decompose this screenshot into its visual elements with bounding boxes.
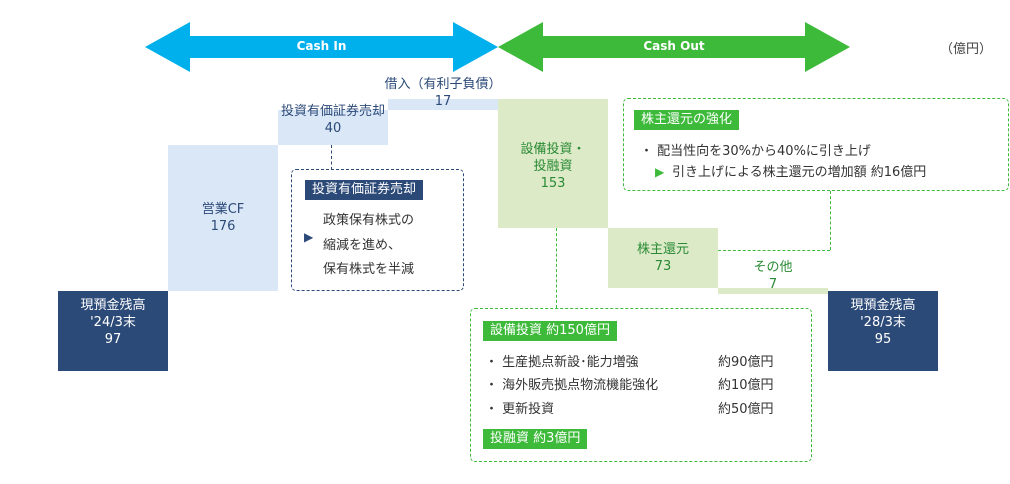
securities-note-line-1: 政策保有株式の <box>323 213 415 228</box>
shareholder-connector-vertical <box>830 191 831 250</box>
capex-note-box <box>470 308 812 462</box>
bar-shareholder-return <box>608 228 718 288</box>
cash-out-label: Cash Out <box>643 39 705 53</box>
securities-note-line-3: 保有株式を半減 <box>323 262 415 277</box>
shareholder-note-bullet: ・ 配当性向を30%から40%に引き上げ <box>640 144 871 159</box>
bar-start-value: 97 <box>104 332 122 347</box>
bar-start-label: 現預金残高 '24/3末 97 <box>58 297 168 348</box>
securities-note-box <box>291 169 464 291</box>
triangle-right-icon: ▶ <box>655 165 665 179</box>
bar-capex-title: 設備投資・ <box>520 142 586 157</box>
capex-item-name: ・ 生産拠点新設･能力増強 <box>485 355 639 370</box>
bar-operating-cf <box>168 145 278 291</box>
securities-note-line-2: 縮減を進め、 <box>323 238 402 253</box>
bar-operating-cf-title: 営業CF <box>201 202 245 217</box>
bar-securities-sale-title: 投資有価証券売却 <box>280 104 385 119</box>
triangle-right-icon: ▶ <box>304 230 314 244</box>
bar-securities-sale <box>278 110 388 145</box>
bar-borrowing-value: 17 <box>434 94 452 109</box>
shareholder-connector-horizontal <box>718 250 830 251</box>
capex-item-name: ・ 海外販売拠点物流機能強化 <box>485 378 659 393</box>
bar-end-value: 95 <box>874 332 892 347</box>
bar-securities-sale-label: 投資有価証券売却 40 <box>258 103 408 137</box>
bar-borrowing-label: 借入（有利子負債） 17 <box>368 76 518 110</box>
bar-start-period: '24/3末 <box>90 315 136 330</box>
bar-operating-cf-label: 営業CF 176 <box>168 201 278 235</box>
bar-shareholder-return-title: 株主還元 <box>636 242 689 257</box>
securities-connector <box>331 145 332 170</box>
capex-item-name: ・ 更新投資 <box>485 402 555 417</box>
investment-loan-tag: 投融資 約3億円 <box>483 429 588 449</box>
cash-in-label: Cash In <box>296 39 347 53</box>
bar-other <box>718 288 828 294</box>
bar-start-title: 現預金残高 <box>80 298 146 313</box>
bar-start-cash <box>58 291 168 371</box>
shareholder-note-tag: 株主還元の強化 <box>634 110 740 130</box>
bar-end-cash <box>828 291 938 371</box>
shareholder-note-sub: 引き上げによる株主還元の増加額 約16億円 <box>672 165 927 180</box>
shareholder-note-box <box>623 98 1009 191</box>
capex-connector <box>556 228 557 308</box>
bar-capex-label: 設備投資・ 投融資 153 <box>498 141 608 192</box>
bar-other-value: 7 <box>768 277 778 292</box>
bar-end-period: '28/3末 <box>860 315 906 330</box>
bar-capex <box>498 99 608 228</box>
capex-note-tag: 設備投資 約150億円 <box>483 321 617 341</box>
bar-operating-cf-value: 176 <box>210 219 236 234</box>
capex-item-amount: 約50億円 <box>718 402 774 417</box>
cash-in-arrow <box>145 22 498 72</box>
bar-other-title: その他 <box>753 260 793 275</box>
cash-out-arrow <box>498 22 850 72</box>
bar-capex-value: 153 <box>540 176 566 191</box>
unit-label: （億円） <box>940 42 993 57</box>
bar-capex-subtitle: 投融資 <box>533 159 573 174</box>
bar-end-title: 現預金残高 <box>850 298 916 313</box>
bar-securities-sale-value: 40 <box>324 121 342 136</box>
capex-item-amount: 約10億円 <box>718 378 774 393</box>
bar-other-label: その他 7 <box>718 259 828 293</box>
bar-end-label: 現預金残高 '28/3末 95 <box>828 297 938 348</box>
bar-shareholder-return-label: 株主還元 73 <box>608 241 718 275</box>
bar-borrowing-title: 借入（有利子負債） <box>384 77 502 92</box>
flow-arrows <box>145 22 850 72</box>
bar-shareholder-return-value: 73 <box>654 259 672 274</box>
bar-borrowing <box>388 99 498 110</box>
securities-note-tag: 投資有価証券売却 <box>305 180 424 200</box>
capex-item-amount: 約90億円 <box>718 355 774 370</box>
